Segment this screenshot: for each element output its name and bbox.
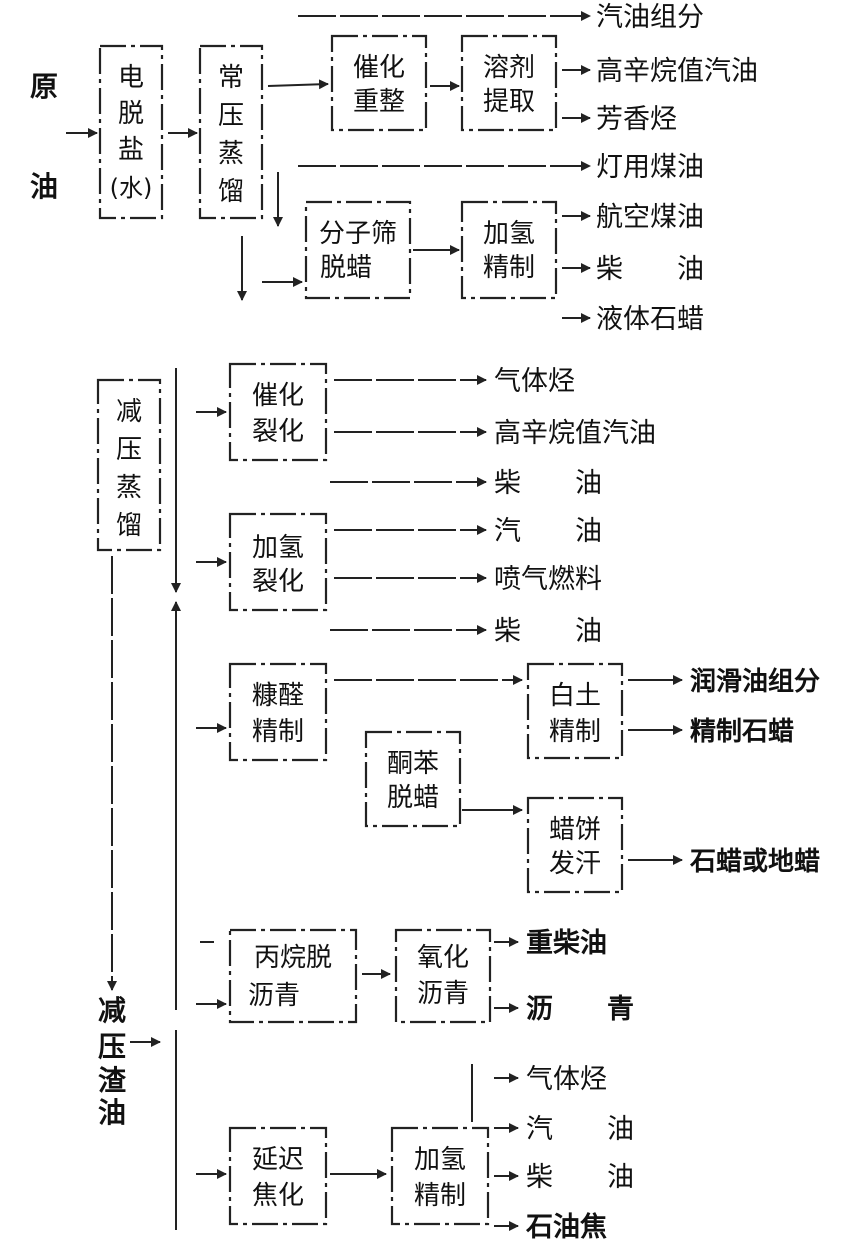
arrow-atm-to-reforming <box>267 79 329 90</box>
product-high-octane-gasoline-1: 高辛烷值汽油 <box>596 56 758 87</box>
label-sieve-2: 脱蜡 <box>320 253 372 283</box>
box-delayed-coking <box>228 1126 328 1226</box>
label-propane-2: 沥青 <box>248 981 300 1011</box>
label-desalting-3: 盐 <box>118 135 144 165</box>
box-molecular-sieve <box>304 200 412 300</box>
label-catcrack-1: 催化 <box>252 381 304 411</box>
label-desalting-4: (水) <box>110 174 153 202</box>
label-atm-3: 蒸 <box>218 139 244 169</box>
label-catcrack-2: 裂化 <box>252 417 304 447</box>
product-diesel-3: 柴 油 <box>494 616 602 647</box>
label-hydro2-2: 精制 <box>414 1181 466 1211</box>
label-dewax-2: 脱蜡 <box>387 783 439 813</box>
label-oxidation-2: 沥青 <box>417 979 469 1009</box>
box-asphalt-oxidation <box>394 928 492 1024</box>
product-diesel-2: 柴 油 <box>494 468 602 499</box>
product-gaseous-hc-2: 气体烃 <box>526 1064 607 1095</box>
label-extraction-1: 溶剂 <box>483 53 535 83</box>
product-gasoline-2: 汽 油 <box>526 1114 634 1145</box>
box-clay-refining <box>526 662 624 760</box>
crude-oil-label-1: 原 <box>30 70 58 103</box>
label-sweating-1: 蜡饼 <box>549 815 601 845</box>
product-refined-paraffin: 精制石蜡 <box>690 717 794 747</box>
connectors <box>66 11 683 1231</box>
label-vacuum-4: 馏 <box>116 511 142 541</box>
box-wax-sweating <box>526 796 624 894</box>
label-coking-1: 延迟 <box>252 1145 304 1175</box>
product-gasoline-components: 汽油组分 <box>596 2 704 33</box>
box-furfural <box>228 662 328 762</box>
product-diesel-1: 柴 油 <box>596 254 704 285</box>
label-sieve-1: 分子筛 <box>319 219 397 249</box>
residue-label-4: 油 <box>98 1096 126 1129</box>
input-labels: 原 油 减 压 渣 油 <box>30 70 127 1129</box>
product-liquid-paraffin: 液体石蜡 <box>596 304 704 335</box>
label-atm-4: 馏 <box>218 177 244 207</box>
box-labels: 电 脱 盐 (水) 常 压 蒸 馏 催化 重整 溶剂 提取 分子筛 脱蜡 加氢 … <box>110 53 601 1211</box>
label-vacuum-1: 减 <box>116 397 142 427</box>
residue-label-2: 压 <box>98 1030 126 1063</box>
residue-label-1: 减 <box>98 994 126 1027</box>
product-lube-oil-components: 润滑油组分 <box>690 666 820 697</box>
label-vacuum-3: 蒸 <box>116 473 142 503</box>
label-hydro1-2: 精制 <box>483 253 535 283</box>
label-hydrocrack-2: 裂化 <box>252 567 304 597</box>
label-atm-2: 压 <box>218 101 244 131</box>
box-hydrocracking <box>228 512 328 612</box>
box-atm-distillation <box>198 44 264 220</box>
label-hydrocrack-1: 加氢 <box>252 533 304 563</box>
label-sweating-2: 发汗 <box>549 849 601 879</box>
box-hydrofining-2 <box>390 1126 490 1226</box>
product-high-octane-gasoline-2: 高辛烷值汽油 <box>494 418 656 449</box>
product-petroleum-coke: 石油焦 <box>525 1211 607 1241</box>
label-reforming-2: 重整 <box>353 87 405 117</box>
product-paraffin-or-ceresin: 石蜡或地蜡 <box>689 847 820 877</box>
product-labels: 汽油组分 高辛烷值汽油 芳香烃 灯用煤油 航空煤油 柴 油 液体石蜡 气体烃 高… <box>494 2 820 1241</box>
box-solvent-extraction <box>460 34 558 132</box>
label-clay-2: 精制 <box>549 717 601 747</box>
product-jet-kerosene: 航空煤油 <box>596 202 704 233</box>
box-ketone-benzene <box>364 730 462 828</box>
label-desalting-2: 脱 <box>118 99 144 129</box>
label-hydro2-1: 加氢 <box>414 1145 466 1175</box>
product-jet-fuel: 喷气燃料 <box>494 564 602 595</box>
label-vacuum-2: 压 <box>116 435 142 465</box>
box-catalytic-cracking <box>228 362 328 462</box>
label-furfural-2: 精制 <box>252 717 304 747</box>
label-coking-2: 焦化 <box>252 1181 304 1211</box>
product-gasoline-1: 汽 油 <box>494 516 602 547</box>
box-catalytic-reforming <box>330 34 428 132</box>
label-atm-1: 常 <box>218 63 244 93</box>
product-diesel-4: 柴 油 <box>526 1162 634 1193</box>
product-aromatics: 芳香烃 <box>596 104 677 135</box>
label-propane-1: 丙烷脱 <box>254 943 332 973</box>
residue-label-3: 渣 <box>98 1064 127 1097</box>
label-dewax-1: 酮苯 <box>387 749 439 779</box>
label-furfural-1: 糠醛 <box>252 681 304 711</box>
label-hydro1-1: 加氢 <box>483 219 535 249</box>
box-hydrofining-1 <box>460 200 558 300</box>
product-heavy-diesel: 重柴油 <box>526 928 607 959</box>
box-desalting <box>98 44 164 220</box>
box-propane-deasphalting <box>228 928 358 1024</box>
box-vacuum-distillation <box>96 378 162 552</box>
product-lamp-kerosene: 灯用煤油 <box>596 152 704 183</box>
product-gaseous-hc-1: 气体烃 <box>494 366 575 397</box>
product-asphalt: 沥 青 <box>526 994 634 1025</box>
label-extraction-2: 提取 <box>483 87 535 117</box>
label-clay-1: 白土 <box>549 681 601 711</box>
process-boxes <box>96 34 624 1226</box>
label-desalting-1: 电 <box>118 63 144 93</box>
label-oxidation-1: 氧化 <box>417 943 469 973</box>
label-reforming-1: 催化 <box>353 53 405 83</box>
crude-oil-label-2: 油 <box>30 170 58 203</box>
